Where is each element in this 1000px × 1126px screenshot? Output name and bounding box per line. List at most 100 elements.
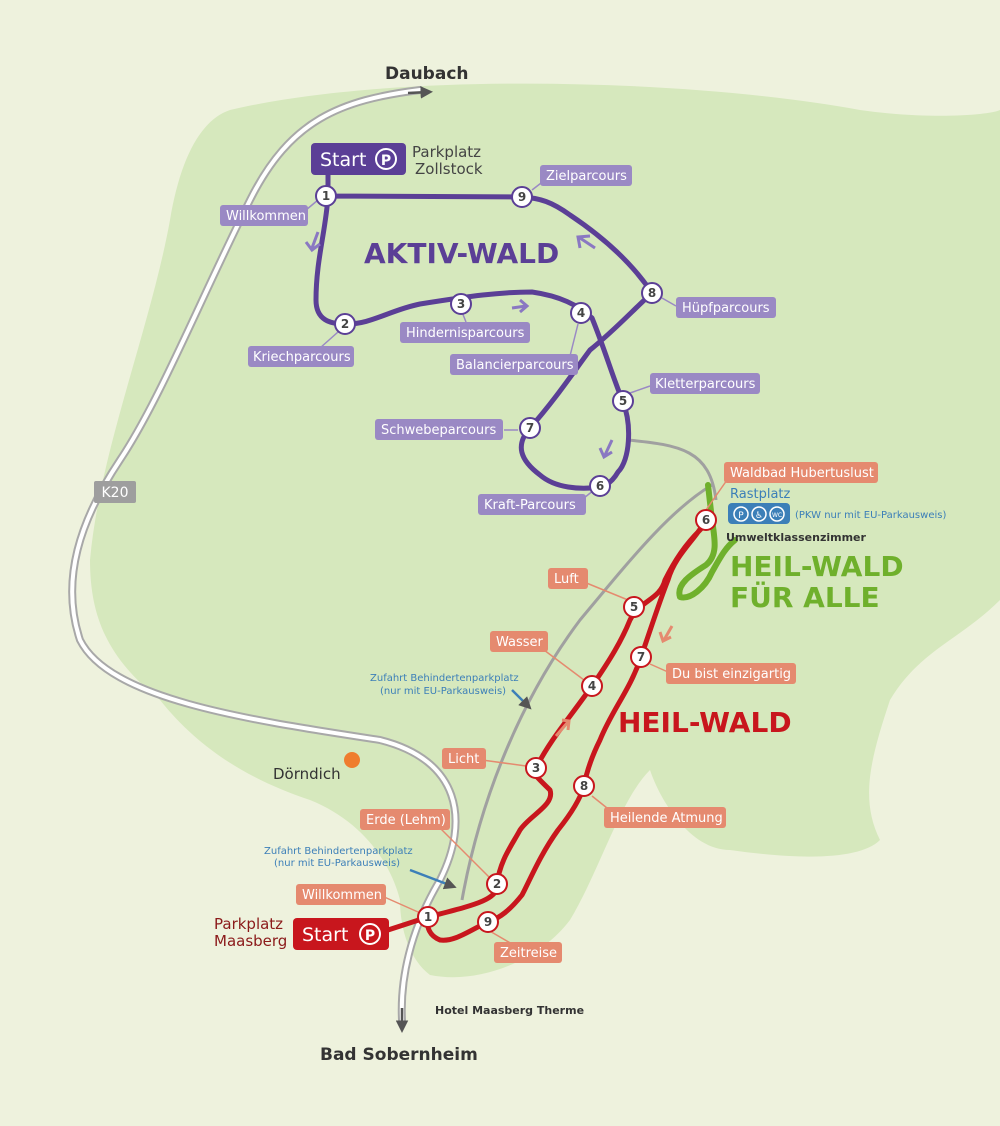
heil-station-8[interactable]: 8 xyxy=(573,775,595,797)
access-arrow-upper xyxy=(511,689,532,710)
svg-text:6: 6 xyxy=(596,479,604,493)
wheelchair-icon xyxy=(751,506,767,522)
aktiv-label-kriechparcours: Kriechparcours xyxy=(248,346,354,367)
aktiv-label-schwebeparcours: Schwebeparcours xyxy=(375,419,503,440)
toilet-icon xyxy=(769,506,785,522)
svg-text:5: 5 xyxy=(630,600,638,614)
access-note-lower-1: Zufahrt Behindertenparkplatz xyxy=(264,846,413,857)
svg-text:2: 2 xyxy=(341,317,349,331)
aktiv-station-8[interactable]: 8 xyxy=(641,282,663,304)
aktiv-station-7[interactable]: 7 xyxy=(519,417,541,439)
access-note-upper-1: Zufahrt Behindertenparkplatz xyxy=(370,673,519,684)
arrow-to-daubach xyxy=(407,86,433,99)
parking-icon xyxy=(733,506,749,522)
svg-text:K20: K20 xyxy=(102,485,129,501)
svg-text:7: 7 xyxy=(637,650,645,664)
aktiv-direction-arrow xyxy=(576,234,596,250)
svg-text:7: 7 xyxy=(526,421,534,435)
svg-text:Willkommen: Willkommen xyxy=(226,209,306,224)
aktiv-direction-arrow xyxy=(511,298,530,314)
place-daubach: Daubach xyxy=(385,64,469,84)
svg-text:Kletterparcours: Kletterparcours xyxy=(655,377,756,392)
svg-text:Waldbad Hubertuslust: Waldbad Hubertuslust xyxy=(730,466,874,481)
svg-text:5: 5 xyxy=(619,394,627,408)
heil-wald-fuer-alle-title-1: HEIL-WALD xyxy=(730,550,904,583)
parking-icon xyxy=(359,923,381,945)
svg-text:Schwebeparcours: Schwebeparcours xyxy=(381,423,496,438)
svg-text:2: 2 xyxy=(493,877,501,891)
doerndich-marker xyxy=(344,752,360,768)
svg-text:P: P xyxy=(738,511,744,521)
svg-text:P: P xyxy=(381,153,391,169)
place-bad-sobernheim: Bad Sobernheim xyxy=(320,1045,478,1065)
svg-text:Luft: Luft xyxy=(554,572,579,587)
heil-label-du-bist-einzigartig: Du bist einzigartig xyxy=(666,663,796,684)
svg-text:3: 3 xyxy=(532,761,540,775)
heil-station-4[interactable]: 4 xyxy=(581,675,603,697)
svg-text:Licht: Licht xyxy=(448,752,479,767)
heil-wald-fuer-alle-title-2: FÜR ALLE xyxy=(730,580,880,614)
access-arrow-lower xyxy=(409,868,457,890)
svg-text:Heilende Atmung: Heilende Atmung xyxy=(610,811,723,826)
svg-text:Zielparcours: Zielparcours xyxy=(546,169,627,184)
aktiv-label-willkommen: Willkommen xyxy=(220,205,308,226)
aktiv-station-5[interactable]: 5 xyxy=(612,390,634,412)
aktiv-station-2[interactable]: 2 xyxy=(334,313,356,335)
heil-parking-name-2: Maasberg xyxy=(214,932,287,950)
svg-text:Erde (Lehm): Erde (Lehm) xyxy=(366,813,446,828)
road-k20 xyxy=(70,88,458,1022)
access-note-lower-2: (nur mit EU-Parkausweis) xyxy=(274,858,400,869)
svg-text:Kraft-Parcours: Kraft-Parcours xyxy=(484,498,576,513)
heil-start-badge[interactable]: Start P xyxy=(293,918,389,950)
aktiv-label-zielparcours: Zielparcours xyxy=(540,165,632,186)
aktiv-parking-name-2: Zollstock xyxy=(415,160,483,178)
svg-text:P: P xyxy=(365,928,375,944)
heil-parking-name-1: Parkplatz xyxy=(214,915,283,933)
heil-station-9[interactable]: 9 xyxy=(477,911,499,933)
svg-text:Du bist einzigartig: Du bist einzigartig xyxy=(672,667,791,682)
svg-text:3: 3 xyxy=(457,297,465,311)
heil-label-zeitreise: Zeitreise xyxy=(494,942,562,963)
heil-station-5[interactable]: 5 xyxy=(623,596,645,618)
aktiv-station-4[interactable]: 4 xyxy=(570,302,592,324)
aktiv-station-6[interactable]: 6 xyxy=(589,475,611,497)
place-classroom: Umweltklassenzimmer xyxy=(726,531,866,544)
connecting-path xyxy=(627,438,718,501)
aktiv-label-hindernisparcours: Hindernisparcours xyxy=(400,322,530,343)
svg-text:♿: ♿ xyxy=(755,511,763,521)
parking-icon xyxy=(375,148,397,170)
aktiv-direction-arrow xyxy=(304,231,321,253)
heil-direction-arrow xyxy=(658,625,674,644)
access-note-upper-2: (nur mit EU-Parkausweis) xyxy=(380,686,506,697)
aktiv-label-kletterparcours: Kletterparcours xyxy=(650,373,760,394)
svg-text:Hüpfparcours: Hüpfparcours xyxy=(682,301,770,316)
heil-label-luft: Luft xyxy=(548,568,588,589)
svg-text:Zeitreise: Zeitreise xyxy=(500,946,557,961)
heil-station-2[interactable]: 2 xyxy=(486,873,508,895)
svg-text:1: 1 xyxy=(424,910,432,924)
aktiv-label-balancierparcours: Balancierparcours xyxy=(450,354,578,375)
aktiv-station-3[interactable]: 3 xyxy=(450,293,472,315)
svg-text:4: 4 xyxy=(577,306,585,320)
svg-text:6: 6 xyxy=(702,513,710,527)
place-hotel: Hotel Maasberg Therme xyxy=(435,1004,584,1017)
svg-text:9: 9 xyxy=(484,915,492,929)
heil-station-1[interactable]: 1 xyxy=(417,906,439,928)
heil-station-6[interactable]: 6 xyxy=(695,509,717,531)
aktiv-station-1[interactable]: 1 xyxy=(315,185,337,207)
svg-text:8: 8 xyxy=(580,779,588,793)
aktiv-station-9[interactable]: 9 xyxy=(511,186,533,208)
aktiv-wald-trail xyxy=(313,168,655,491)
svg-text:Hindernisparcours: Hindernisparcours xyxy=(406,326,525,341)
rastplatz-label: Rastplatz xyxy=(730,487,791,502)
aktiv-start-badge[interactable]: Start P xyxy=(311,143,406,175)
svg-text:Balancierparcours: Balancierparcours xyxy=(456,358,574,373)
svg-text:4: 4 xyxy=(588,679,596,693)
svg-text:1: 1 xyxy=(322,189,330,203)
heil-label-heilende-atmung: Heilende Atmung xyxy=(604,807,726,828)
aktiv-parking-name-1: Parkplatz xyxy=(412,143,481,161)
aktiv-direction-arrow xyxy=(598,439,614,460)
heil-station-7[interactable]: 7 xyxy=(630,646,652,668)
heil-station-3[interactable]: 3 xyxy=(525,757,547,779)
